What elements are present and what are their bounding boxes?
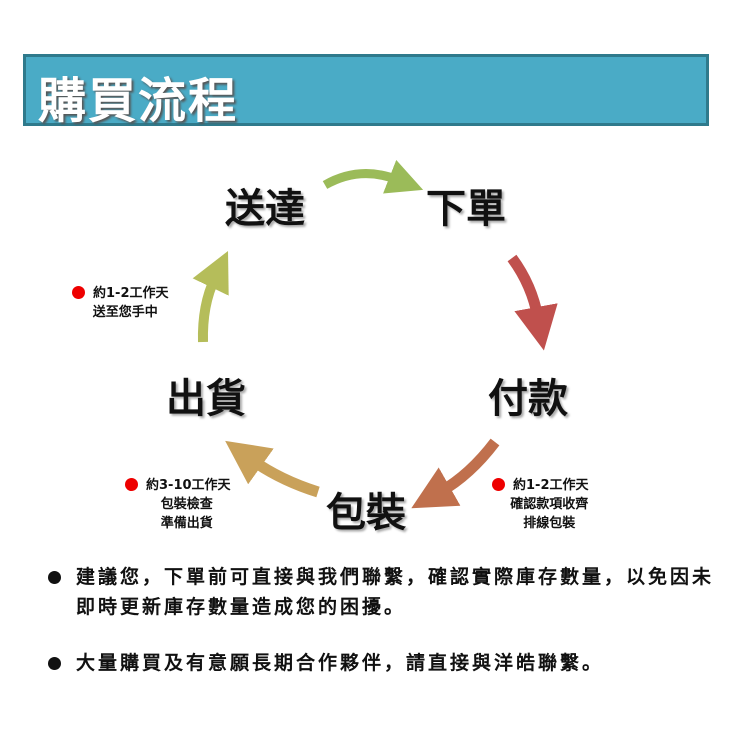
title-banner: 購買流程 <box>23 54 709 129</box>
step-pack: 包裝 <box>326 490 406 536</box>
arrow-deliver-to-order <box>322 159 424 194</box>
note-ship-to-deliver: 約1-2工作天 送至您手中 <box>72 284 169 322</box>
red-dot-icon <box>125 478 138 491</box>
bullet-item: 建議您，下單前可直接與我們聯繫，確認實際庫存數量，以免因未即時更新庫存數量造成您… <box>48 562 716 622</box>
arrow-ship-to-deliver <box>192 250 229 343</box>
bullet-item: 大量購買及有意願長期合作夥伴，請直接與洋皓聯繫。 <box>48 648 716 678</box>
step-order: 下單 <box>426 186 506 232</box>
arrow-pack-to-ship <box>225 440 320 498</box>
note-pay-to-pack: 約1-2工作天 確認款項收齊 排線包裝 <box>492 476 589 533</box>
step-deliver: 送達 <box>225 186 305 232</box>
red-dot-icon <box>492 478 505 491</box>
bullet-icon <box>48 571 61 584</box>
step-pay: 付款 <box>488 376 568 422</box>
page-title: 購買流程 <box>38 73 239 129</box>
step-ship: 出貨 <box>166 376 246 422</box>
bullet-icon <box>48 657 61 670</box>
arrow-order-to-pay <box>507 254 558 351</box>
red-dot-icon <box>72 286 85 299</box>
arrow-pay-to-pack <box>411 438 500 509</box>
note-pack-to-ship: 約3-10工作天 包裝檢查 準備出貨 <box>125 476 231 533</box>
